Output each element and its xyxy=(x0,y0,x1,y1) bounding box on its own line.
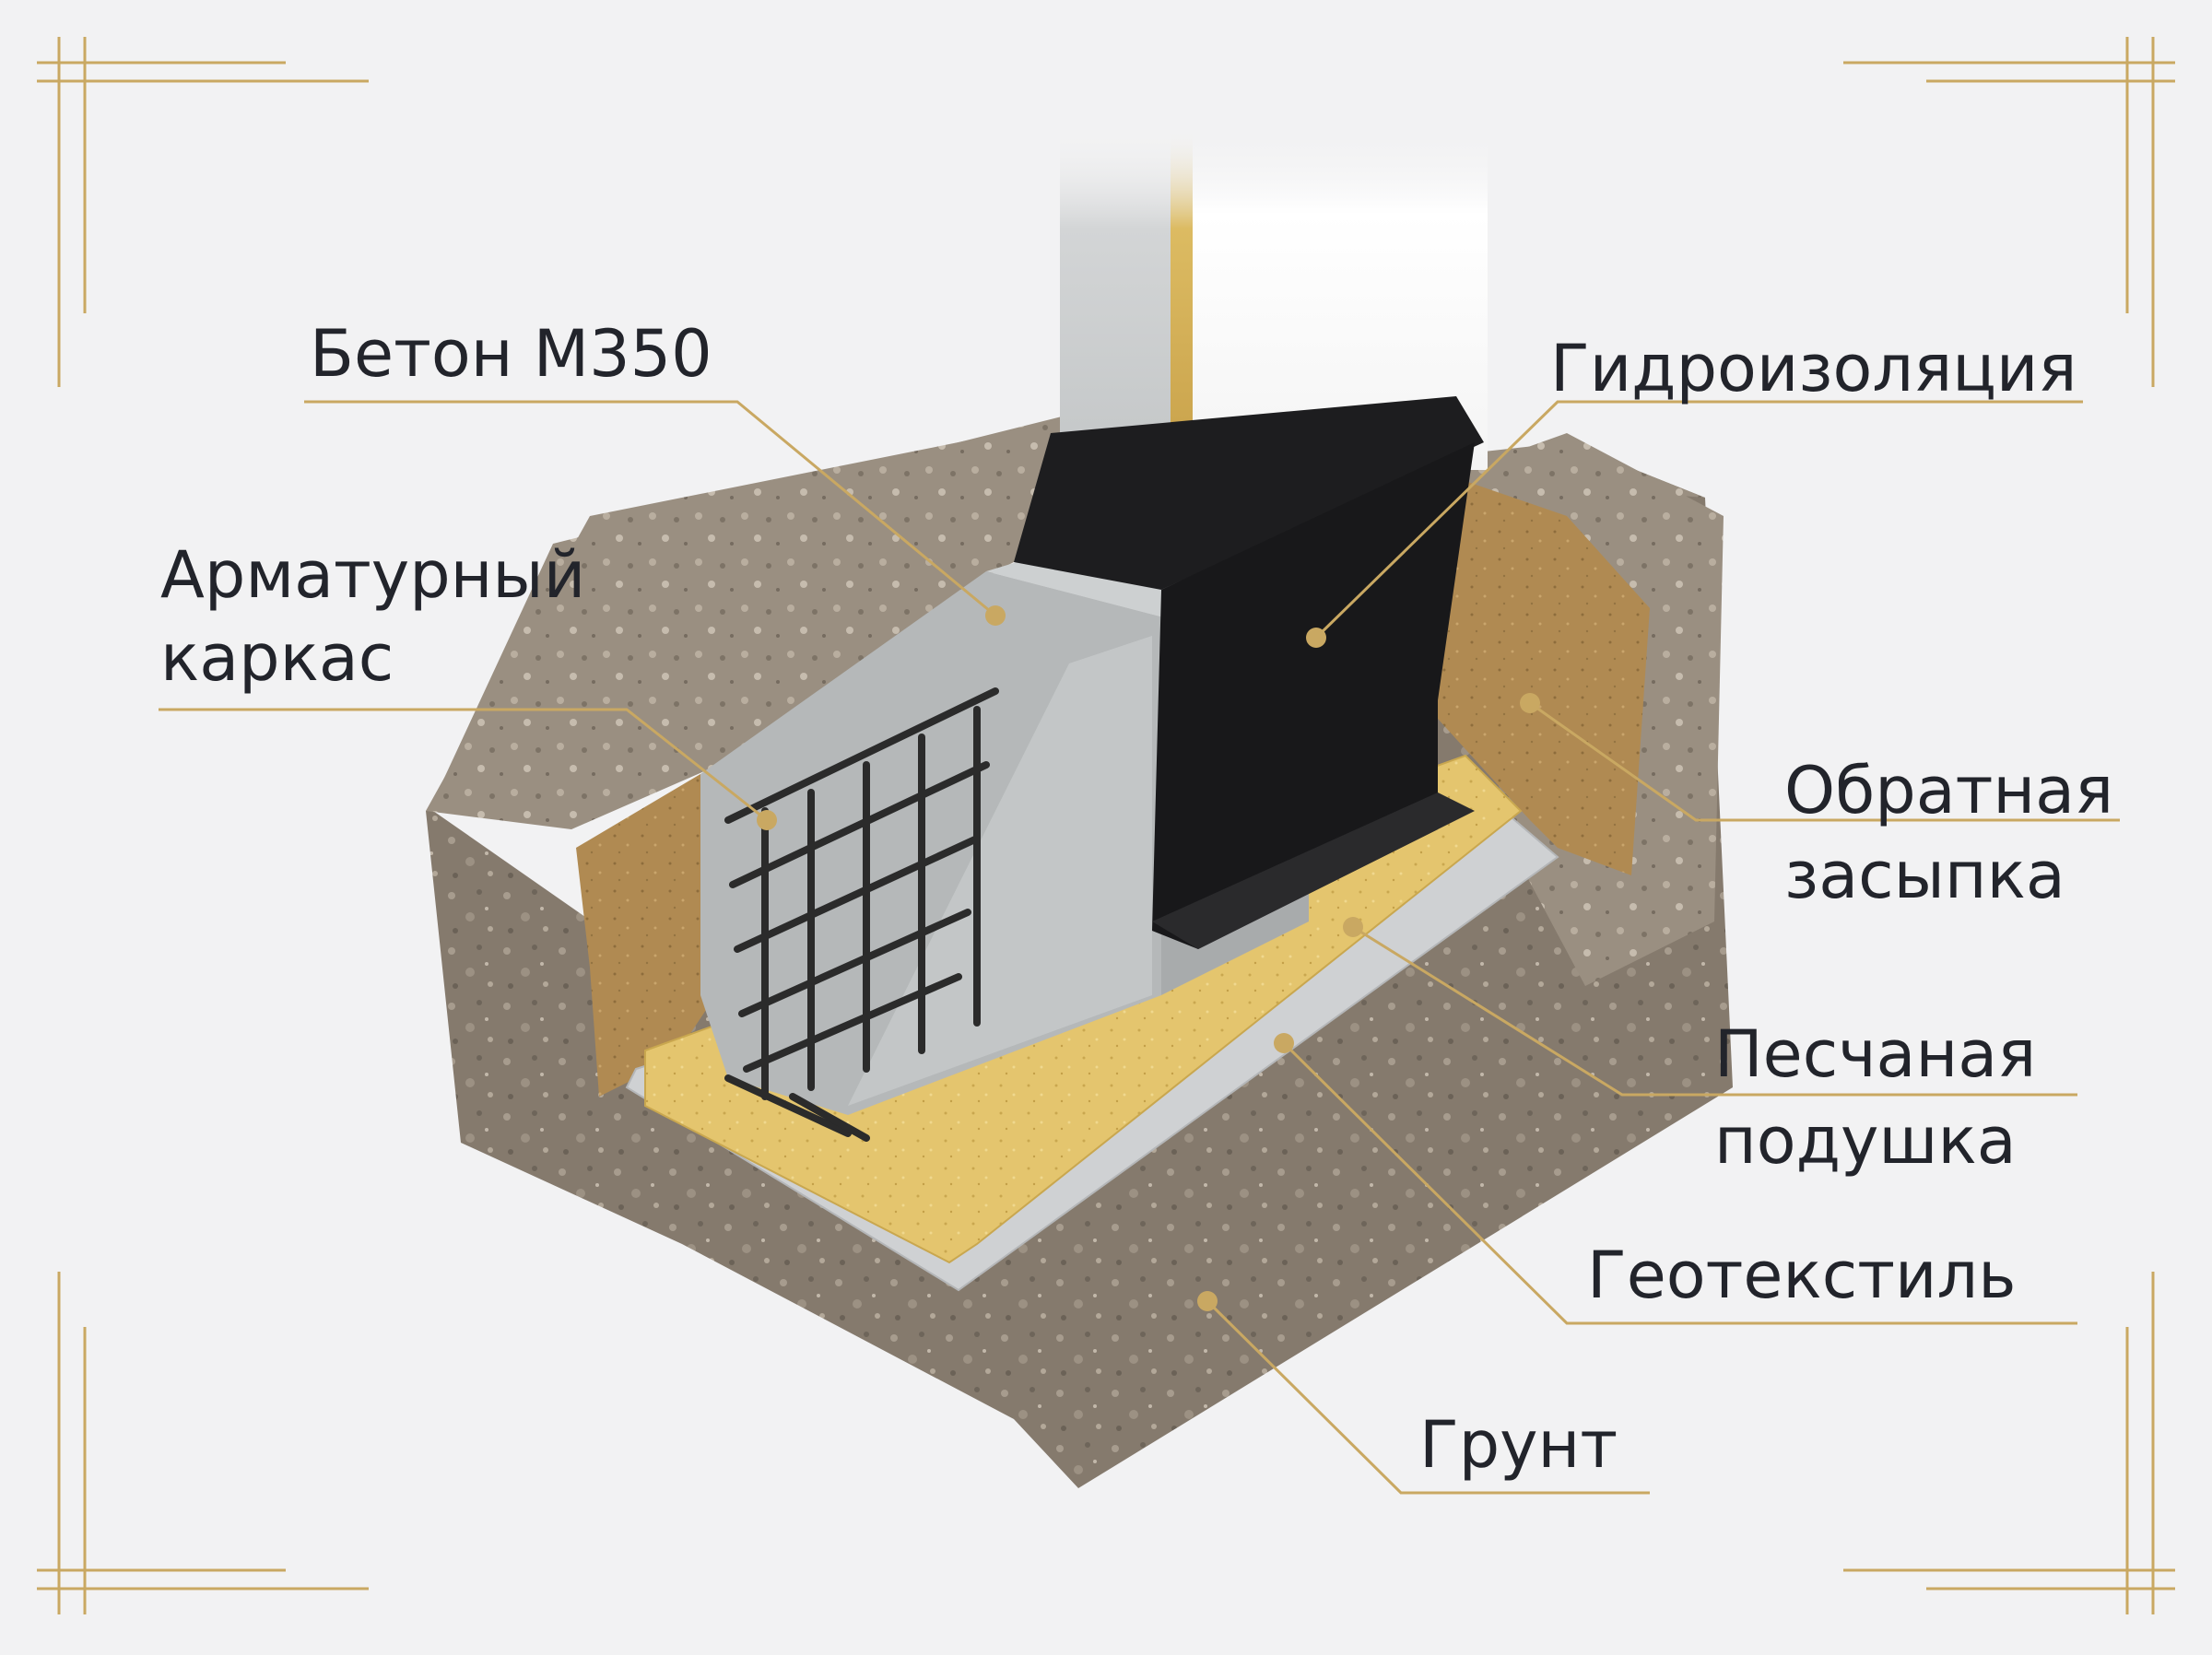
leader-backfill xyxy=(1529,701,2120,822)
dot-geotextile xyxy=(1274,1033,1294,1053)
dot-backfill xyxy=(1520,693,1540,713)
label-geotextile: Геотекстиль xyxy=(1587,1238,2017,1313)
label-rebar-line1: Арматурный xyxy=(160,537,586,613)
dot-concrete xyxy=(985,605,1006,626)
leader-waterproofing xyxy=(1314,400,2083,640)
label-rebar-line2: каркас xyxy=(160,620,394,696)
dot-soil xyxy=(1197,1291,1218,1311)
backfill-left xyxy=(576,774,710,1097)
leader-rebar xyxy=(159,708,768,822)
waterproofing xyxy=(1014,396,1484,949)
frame-corner-top-right xyxy=(1843,37,2175,387)
leader-dots xyxy=(757,605,1540,1311)
label-soil: Грунт xyxy=(1419,1407,1618,1483)
label-sand-line1: Песчаная xyxy=(1714,1016,2037,1092)
label-backfill-line2: засыпка xyxy=(1784,838,2065,913)
label-sand-line2: подушка xyxy=(1714,1103,2017,1179)
leader-concrete xyxy=(304,400,996,617)
frame-corner-bottom-left xyxy=(37,1272,369,1614)
label-waterproofing: Гидроизоляция xyxy=(1550,331,2077,406)
waterproofing-edge xyxy=(1152,792,1475,949)
leader-lines xyxy=(159,400,2120,1495)
leader-sand xyxy=(1352,925,2077,1097)
wall-block xyxy=(1060,129,1171,461)
dot-rebar xyxy=(757,810,777,830)
dot-sand xyxy=(1343,917,1363,937)
dot-waterproofing xyxy=(1306,628,1326,648)
waterproofing-upper xyxy=(1014,396,1484,590)
label-backfill-line1: Обратная xyxy=(1784,753,2114,828)
backfill-right xyxy=(1433,470,1650,875)
rebar-cage xyxy=(724,687,999,1142)
leader-soil xyxy=(1206,1299,1650,1495)
wall-insulation xyxy=(1171,129,1193,461)
frame-corner-bottom-right xyxy=(1843,1272,2175,1614)
soil-top-left xyxy=(426,424,1106,829)
leader-geotextile xyxy=(1282,1041,2077,1325)
label-concrete: Бетон М350 xyxy=(310,316,712,392)
frame-corner-top-left xyxy=(37,37,369,387)
